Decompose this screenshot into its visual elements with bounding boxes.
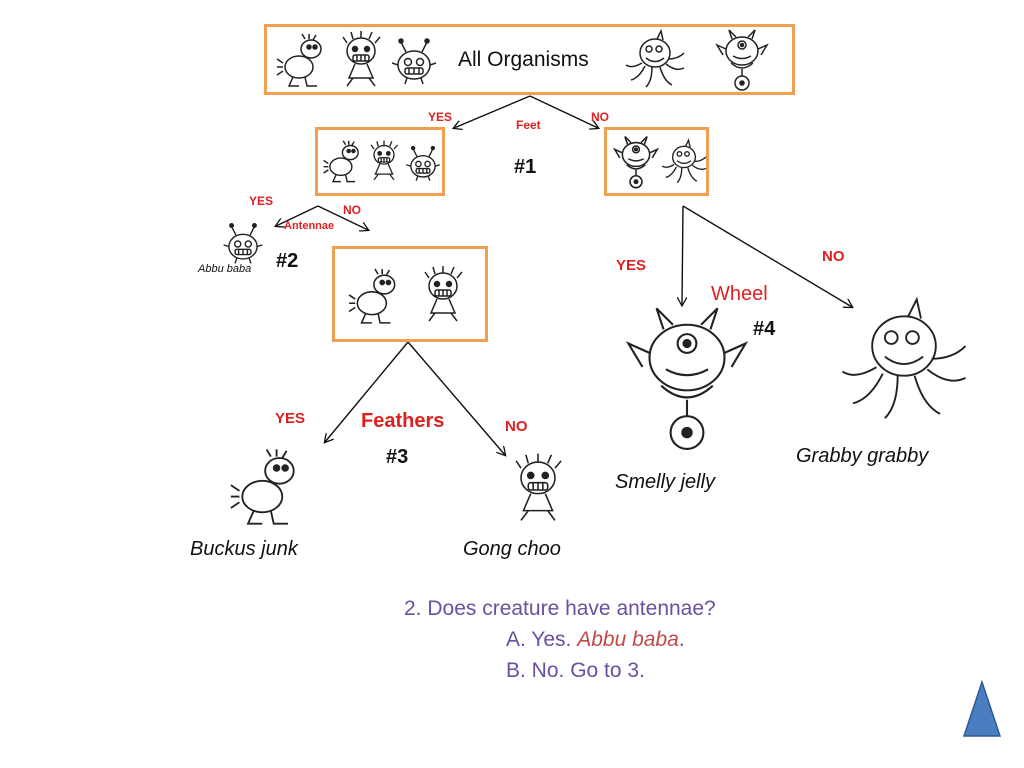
feet-trait-label: Feet: [516, 118, 541, 132]
antenna-creature-icon: [406, 145, 440, 181]
feathers-yes-label: YES: [275, 410, 306, 427]
triangle-up-icon[interactable]: [962, 679, 1002, 738]
all-organisms-box: All Organisms: [264, 24, 795, 95]
feathers-no-label: NO: [505, 418, 528, 435]
shaggy-creature-icon: [370, 140, 399, 181]
question-text: 2. Does creature have antennae?: [404, 597, 716, 620]
feathers-yes-arrow: [325, 341, 409, 442]
wheel-trait-label: Wheel: [711, 283, 768, 305]
step-3-label: #3: [386, 446, 409, 468]
feet-no-box: [604, 127, 709, 196]
feet-yes-label: YES: [428, 110, 453, 124]
bird-creature-icon: [276, 33, 322, 87]
shaggy-creature-icon: [342, 31, 381, 87]
antenna-creature-icon: [223, 223, 263, 264]
answer-a: A. Yes. Abbu baba.: [506, 628, 685, 652]
answer-a-name: Abbu baba: [577, 628, 679, 651]
bird-creature-icon: [348, 268, 396, 324]
antennae-no-arrow: [317, 205, 368, 230]
antennae-no-label: NO: [343, 203, 361, 217]
bird-creature-icon: [323, 140, 359, 183]
wheel-creature-icon: [612, 136, 660, 189]
feathers-no-arrow: [407, 341, 505, 455]
feet-no-label: NO: [591, 110, 609, 124]
answer-a-prefix: A. Yes.: [506, 628, 578, 651]
answer-b: B. No. Go to 3.: [506, 659, 645, 683]
antenna-creature-icon: [391, 38, 437, 85]
octopus-creature-icon: [841, 296, 967, 419]
step-1-label: #1: [514, 156, 537, 178]
shaggy-creature-icon: [515, 453, 562, 521]
wheel-no-label: NO: [822, 248, 845, 265]
bird-creature-icon: [230, 448, 295, 525]
grabby-grabby-label: Grabby grabby: [796, 445, 929, 467]
shaggy-creature-icon: [424, 266, 463, 322]
wheel-creature-icon: [625, 307, 749, 451]
smelly-jelly-label: Smelly jelly: [615, 471, 716, 493]
wheel-no-arrow: [682, 205, 852, 307]
antennae-question: 2. Does creature have antennae?: [404, 597, 716, 621]
abbu-baba-label: Abbu baba: [198, 263, 252, 275]
feet-no-arrow: [529, 95, 598, 128]
octopus-creature-icon: [661, 138, 707, 184]
buckus-junk-label: Buckus junk: [190, 538, 298, 560]
feet-yes-box: [315, 127, 445, 196]
feet-yes-arrow: [454, 95, 531, 128]
antennae-yes-arrow: [276, 205, 319, 226]
all-organisms-title: All Organisms: [458, 48, 589, 71]
antennae-no-box: [332, 246, 488, 342]
answer-a-suffix: .: [678, 628, 685, 651]
wheel-yes-label: YES: [616, 257, 647, 274]
step-2-label: #2: [276, 250, 299, 272]
wheel-yes-arrow: [682, 205, 683, 305]
gong-choo-label: Gong choo: [463, 538, 561, 560]
feathers-trait-label: Feathers: [361, 410, 445, 432]
antennae-yes-label: YES: [249, 194, 274, 208]
octopus-creature-icon: [625, 28, 685, 88]
step-4-label: #4: [753, 318, 776, 340]
answer-b-text: B. No. Go to 3.: [506, 659, 645, 682]
wheel-creature-icon: [715, 29, 769, 91]
antennae-trait-label: Antennae: [284, 220, 335, 232]
